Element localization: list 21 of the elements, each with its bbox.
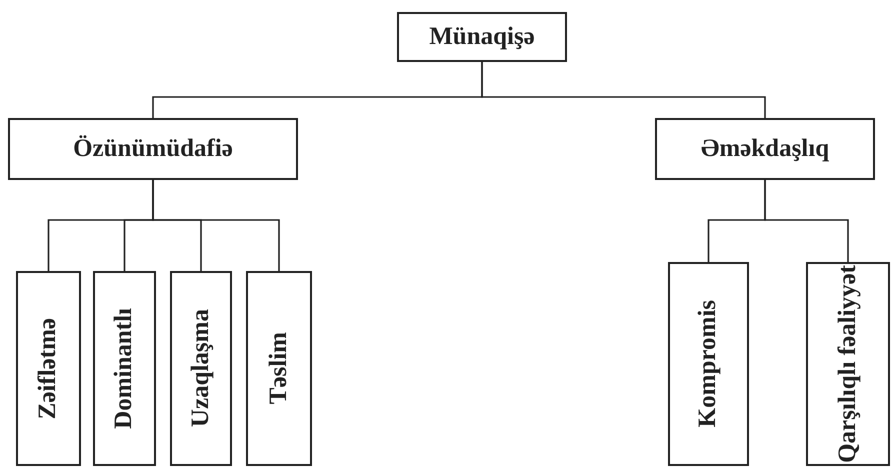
- category-box: [397, 12, 567, 62]
- category-box: [806, 262, 890, 466]
- category-box: [170, 271, 232, 466]
- box-label: Dominantlı: [111, 308, 138, 429]
- connector-line: [152, 180, 280, 271]
- box-label: Təslim: [266, 332, 292, 405]
- category-box: [8, 118, 298, 180]
- category-box: [655, 118, 875, 180]
- category-box: [668, 262, 749, 466]
- box-label: Özünümüdafiə: [73, 134, 233, 164]
- box-label: Münaqişə: [429, 22, 535, 52]
- category-box: [246, 271, 312, 466]
- box-label: Zəiflətmə: [35, 318, 62, 420]
- category-box: [93, 271, 156, 466]
- box-label: Əməkdaşlıq: [700, 134, 830, 164]
- box-label: Qarşılıqlı fəaliyyət: [834, 265, 862, 463]
- box-label: Kompromis: [695, 300, 722, 428]
- connector-line: [481, 62, 766, 118]
- box-label: Uzaqlaşma: [188, 309, 214, 428]
- connector-line: [764, 180, 849, 262]
- category-box: [16, 271, 81, 466]
